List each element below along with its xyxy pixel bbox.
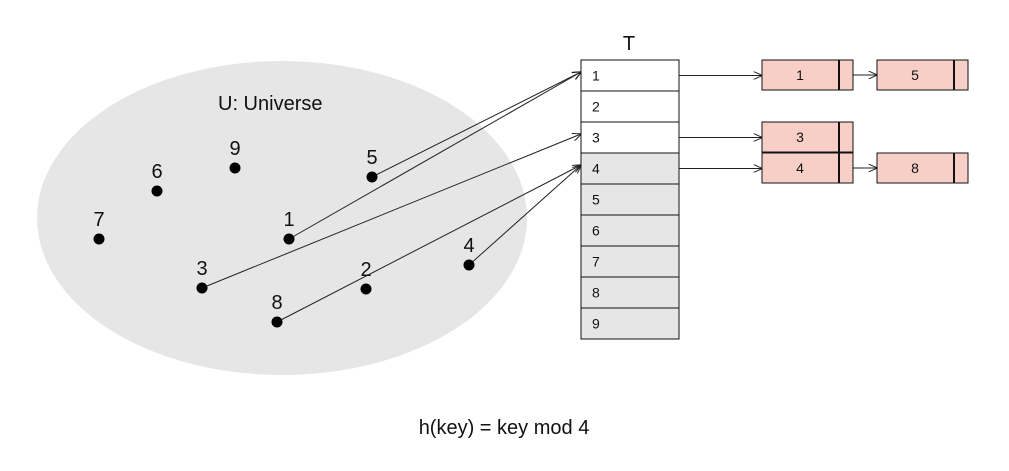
table-slot-label: 6 [592,223,600,239]
chain-node-4: 4 [761,152,854,184]
key-label: 1 [283,209,294,231]
chain-node-box [761,152,854,184]
key-label: 7 [93,209,104,231]
chain-node-5: 5 [876,59,969,91]
key-1: 1 [283,209,295,245]
key-arrows [201,72,581,323]
key-arrow-8 [276,165,581,323]
table-slot-box [580,214,680,247]
key-label: 8 [271,292,282,314]
chain-node-label: 1 [796,67,804,83]
table-slot-box [580,121,680,154]
key-7: 7 [93,209,105,245]
key-dot [93,233,105,245]
chain-node-label: 5 [911,67,919,83]
table-slot-label: 1 [592,68,600,84]
table-slot-4: 4 [580,152,680,185]
table-slot-box [580,183,680,216]
chain-node-box [876,152,969,184]
key-6: 6 [151,161,163,197]
chains: 1 5 3 4 8 [761,59,969,184]
key-label: 9 [229,138,240,160]
table-slot-9: 9 [580,307,680,340]
key-dot [360,283,372,295]
key-3: 3 [196,258,208,294]
table-slot-label: 7 [592,254,600,270]
key-8: 8 [271,292,283,328]
key-label: 2 [360,259,371,281]
key-dot [271,316,283,328]
universe-keys: 1 2 3 4 5 6 7 8 9 [93,138,475,328]
key-dot [229,162,241,174]
table-slot-box [580,307,680,340]
table-slot-1: 1 [580,59,680,92]
key-label: 6 [151,161,162,183]
table-slot-label: 5 [592,192,600,208]
key-dot [196,282,208,294]
table-slot-6: 6 [580,214,680,247]
chain-node-box [761,121,854,153]
key-arrow-3 [201,134,581,289]
key-5: 5 [366,147,378,183]
universe-ellipse [37,61,527,375]
chain-node-8: 8 [876,152,969,184]
key-dot [151,185,163,197]
table-slot-2: 2 [580,90,680,123]
key-arrow-1 [288,72,581,240]
hash-table: 1 2 3 4 5 6 7 8 9 [580,59,680,340]
table-slot-label: 3 [592,130,600,146]
key-9: 9 [229,138,241,174]
chain-node-box [761,59,854,91]
key-dot [463,259,475,271]
universe-label: U: Universe [218,93,322,115]
key-2: 2 [360,259,372,295]
table-slot-8: 8 [580,276,680,309]
key-arrow-5 [371,72,581,178]
table-slot-label: 8 [592,285,600,301]
table-slot-box [580,90,680,123]
table-slot-box [580,59,680,92]
table-slot-label: 9 [592,316,600,332]
key-label: 3 [196,258,207,280]
key-dot [283,233,295,245]
table-slot-5: 5 [580,183,680,216]
hash-formula: h(key) = key mod 4 [419,417,590,439]
table-slot-label: 2 [592,99,600,115]
chain-node-label: 4 [796,160,804,176]
chain-node-1: 1 [761,59,854,91]
key-arrow-4 [468,165,581,266]
key-dot [366,171,378,183]
key-4: 4 [463,235,475,271]
table-slot-7: 7 [580,245,680,278]
chain-node-label: 3 [796,129,804,145]
chain-node-box [876,59,969,91]
key-label: 5 [366,147,377,169]
chain-node-label: 8 [911,160,919,176]
table-slot-3: 3 [580,121,680,154]
key-label: 4 [463,235,474,257]
table-label: T [623,33,635,55]
chain-node-3: 3 [761,121,854,153]
table-slot-label: 4 [592,161,600,177]
